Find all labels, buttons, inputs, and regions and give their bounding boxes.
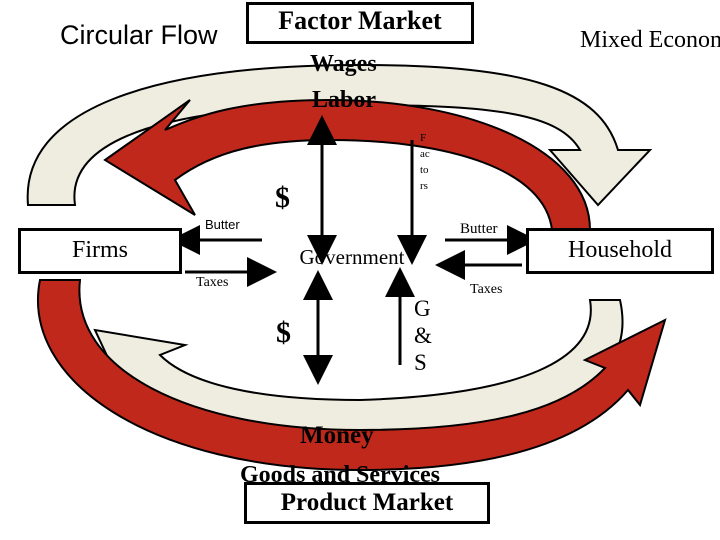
taxes-left-label: Taxes xyxy=(196,275,229,290)
product-market-label: Product Market xyxy=(280,489,454,516)
household-label: Household xyxy=(568,237,672,263)
factor-market-label: Factor Market xyxy=(278,6,442,35)
firms-label: Firms xyxy=(71,237,128,263)
top-cream-arrow xyxy=(26,63,653,207)
factor-market-box xyxy=(246,2,474,44)
diagram-title: Circular Flow xyxy=(60,20,218,50)
butter-left-label: Butter xyxy=(205,217,240,232)
butter-right-label: Butter xyxy=(460,221,498,237)
dollar-bottom-label: $ xyxy=(276,316,291,349)
taxes-right-label: Taxes xyxy=(470,282,503,297)
mixed-economy-label: Mixed Economy xyxy=(580,27,720,53)
labor-label: Labor xyxy=(312,87,377,113)
wages-label: Wages xyxy=(310,51,377,77)
government-label: Government xyxy=(299,245,405,269)
bottom-red-arrow xyxy=(37,279,667,472)
firms-box xyxy=(18,228,182,274)
money-label: Money xyxy=(300,422,374,449)
gs-label: G & S xyxy=(414,296,432,375)
factors-vertical-label: Factors xyxy=(420,132,430,192)
product-market-box xyxy=(244,482,490,524)
top-red-arrow xyxy=(103,98,592,231)
dollar-top-label: $ xyxy=(275,181,290,214)
household-box xyxy=(526,228,714,274)
